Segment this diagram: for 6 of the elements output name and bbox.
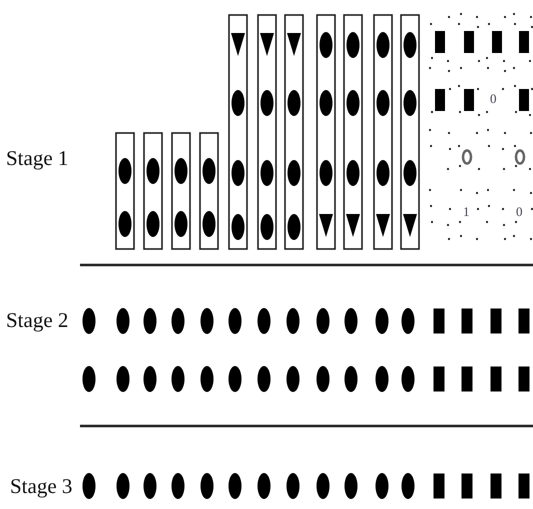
stage-label: Stage 3 xyxy=(10,476,72,497)
stage-label: Stage 1 xyxy=(6,148,68,169)
digit-label: 0 xyxy=(516,205,522,218)
stage-label: Stage 2 xyxy=(6,310,68,331)
digit-label: 1 xyxy=(463,205,470,218)
digit-label: 0 xyxy=(490,92,496,105)
